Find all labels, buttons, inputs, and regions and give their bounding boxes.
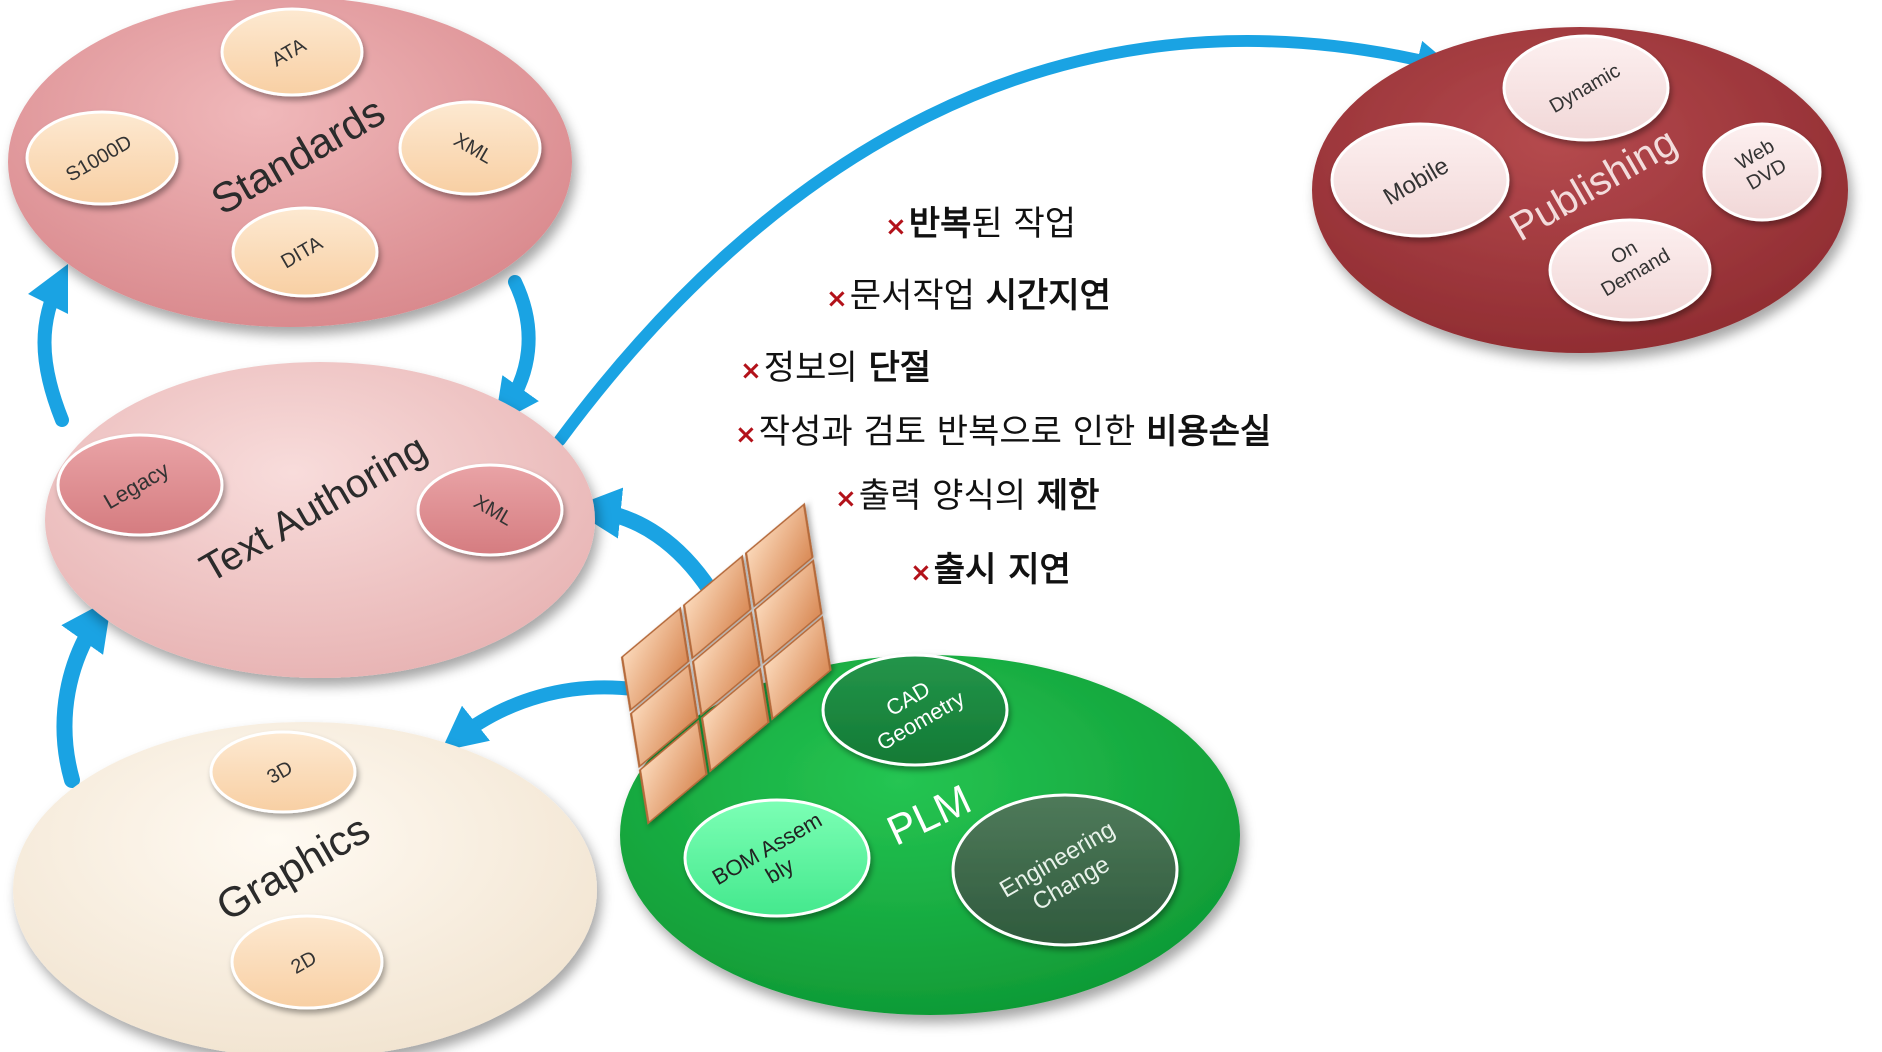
publishing-circle: Publishing Dynamic Mobile WebDVD OnDeman… xyxy=(1312,27,1848,353)
text-authoring-circle: Text Authoring Legacy XML xyxy=(45,362,595,678)
plm-chip-engineering-change: EngineeringChange xyxy=(951,793,1179,947)
publishing-chip-mobile: Mobile xyxy=(1330,122,1510,238)
graphics-circle: Graphics 3D 2D xyxy=(13,722,597,1052)
standards-chip-ata: ATA xyxy=(220,7,364,97)
plm-circle: PLM CADGeometry BOM Assembly Engineering… xyxy=(620,653,1240,1015)
standards-chip-s1000d: S1000D xyxy=(25,110,179,206)
arrow-authoring-to-publishing xyxy=(554,35,1455,446)
arrow-authoring-to-standards xyxy=(27,263,69,427)
authoring-chip-xml: XML xyxy=(416,463,564,557)
arrow-graphics-to-authoring xyxy=(56,598,112,788)
graphics-chip-3d: 3D xyxy=(209,730,357,814)
arrow-plm-to-graphics xyxy=(441,680,647,752)
plm-chip-cad-geometry: CADGeometry xyxy=(821,653,1009,767)
standards-circle: Standards ATA S1000D XML DITA xyxy=(8,0,572,327)
arrow-standards-to-authoring xyxy=(494,275,539,425)
arrow-plm-to-authoring xyxy=(569,487,718,598)
standards-chip-xml: XML xyxy=(398,100,542,196)
grid-tile-graphic xyxy=(620,502,832,825)
authoring-chip-legacy: Legacy xyxy=(56,433,224,537)
plm-chip-bom-assembly: BOM Assembly xyxy=(683,798,871,918)
publishing-chip-dynamic: Dynamic xyxy=(1502,34,1670,142)
publishing-chip-web-dvd: WebDVD xyxy=(1702,122,1822,222)
publishing-chip-on-demand: OnDemand xyxy=(1548,218,1712,322)
connector-arrows xyxy=(27,35,1455,788)
standards-chip-dita: DITA xyxy=(231,206,379,298)
graphics-chip-2d: 2D xyxy=(230,914,384,1010)
